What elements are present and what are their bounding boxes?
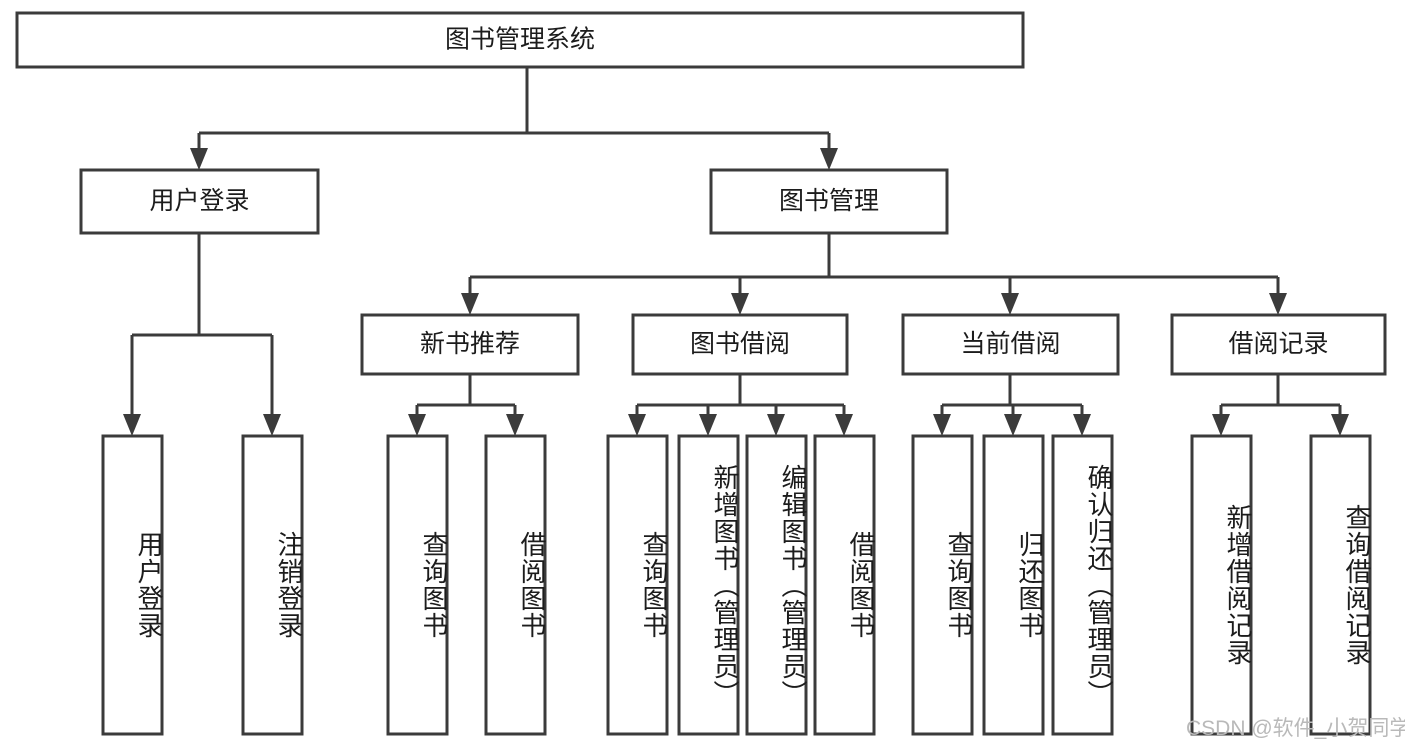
arrowhead-icon: [1331, 414, 1349, 436]
node-level3-2-label: 当前借阅: [960, 330, 1060, 358]
node-leaf-6[interactable]: [745, 434, 808, 736]
arrowhead-icon: [263, 414, 281, 436]
node-level2-1-label: 图书管理: [779, 187, 879, 215]
node-leaf-9[interactable]: [982, 434, 1045, 736]
arrowhead-icon: [628, 414, 646, 436]
arrowhead-icon: [835, 414, 853, 436]
node-level3-2[interactable]: [901, 313, 1120, 376]
arrowhead-icon: [1001, 293, 1019, 315]
arrowhead-icon: [1212, 414, 1230, 436]
node-leaf-8[interactable]: [911, 434, 974, 736]
node-level3-3[interactable]: [1170, 313, 1387, 376]
node-level3-1[interactable]: [631, 313, 849, 376]
node-leaf-5[interactable]: [677, 434, 740, 736]
node-level3-0-label: 新书推荐: [420, 330, 520, 358]
arrowhead-icon: [123, 414, 141, 436]
node-root-system[interactable]: [15, 11, 1025, 69]
arrowhead-icon: [699, 414, 717, 436]
node-leaf-0[interactable]: [101, 434, 164, 736]
csdn-watermark: CSDN @软件_小贺同学: [1186, 717, 1405, 740]
node-level2-0-label: 用户登录: [149, 187, 249, 215]
arrowhead-icon: [506, 414, 524, 436]
arrowhead-icon: [461, 293, 479, 315]
node-leaf-1[interactable]: [241, 434, 304, 736]
arrowhead-icon: [408, 414, 426, 436]
node-leaf-7[interactable]: [813, 434, 876, 736]
node-leaf-3[interactable]: [484, 434, 547, 736]
arrowhead-icon: [190, 148, 208, 170]
node-leaf-11[interactable]: [1190, 434, 1253, 736]
node-leaf-2[interactable]: [386, 434, 449, 736]
node-leaf-12[interactable]: [1309, 434, 1372, 736]
node-leaf-4[interactable]: [606, 434, 669, 736]
node-root-system-label: 图书管理系统: [445, 26, 595, 54]
arrowhead-icon: [1073, 414, 1091, 436]
node-level3-3-label: 借阅记录: [1228, 330, 1328, 358]
node-level3-0[interactable]: [360, 313, 580, 376]
arrowhead-icon: [820, 148, 838, 170]
boxes-group: [15, 11, 1387, 736]
node-leaf-10[interactable]: [1051, 434, 1114, 736]
arrowhead-icon: [731, 293, 749, 315]
node-level2-1[interactable]: [709, 168, 949, 235]
arrowhead-icon: [1269, 293, 1287, 315]
edges-group: [123, 67, 1349, 436]
arrowhead-icon: [767, 414, 785, 436]
node-level3-1-label: 图书借阅: [690, 330, 790, 358]
node-level2-0[interactable]: [79, 168, 320, 235]
arrowhead-icon: [1004, 414, 1022, 436]
arrowhead-icon: [933, 414, 951, 436]
